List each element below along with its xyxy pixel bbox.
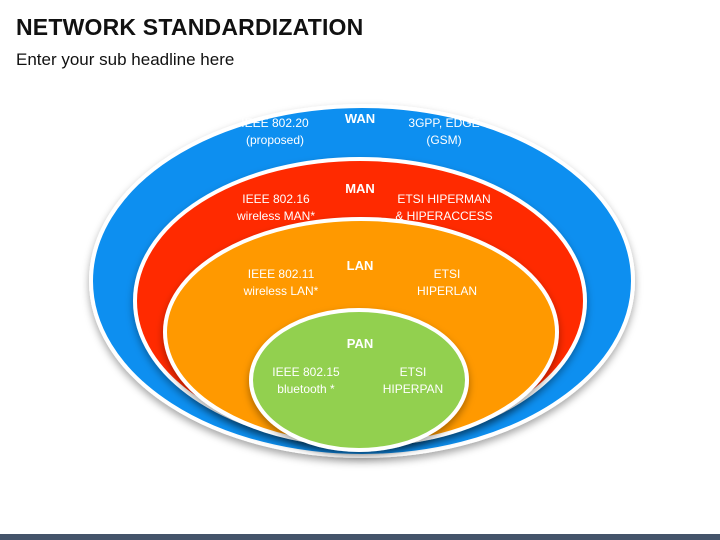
lan-left-line-1: IEEE 802.11 — [248, 267, 315, 281]
pan-ring — [249, 308, 469, 452]
lan-right-line-2: HIPERLAN — [417, 284, 477, 298]
wan-left-line-2: (proposed) — [246, 133, 304, 147]
page-title: NETWORK STANDARDIZATION — [16, 14, 364, 40]
man-left-line-1: IEEE 802.16 — [242, 192, 310, 206]
wan-label: WAN — [345, 111, 375, 126]
man-right-line-2: & HIPERACCESS — [395, 209, 492, 223]
pan-right-line-2: HIPERPAN — [383, 382, 443, 396]
wan-left-line-1: IEEE 802.20 — [241, 116, 309, 130]
wan-right-line-1: 3GPP, EDGE — [408, 116, 479, 130]
pan-label: PAN — [347, 336, 373, 351]
wan-right-line-2: (GSM) — [426, 133, 461, 147]
pan-left-line-1: IEEE 802.15 — [272, 365, 340, 379]
footer-bar — [0, 534, 720, 540]
pan-left-line-2: bluetooth * — [277, 382, 335, 396]
lan-label: LAN — [347, 258, 374, 273]
man-label: MAN — [345, 181, 375, 196]
pan-right-line-1: ETSI — [400, 365, 427, 379]
page-subtitle: Enter your sub headline here — [16, 50, 235, 69]
lan-left-line-2: wireless LAN* — [243, 284, 319, 298]
lan-right-line-1: ETSI — [434, 267, 461, 281]
man-left-line-2: wireless MAN* — [236, 209, 315, 223]
man-right-line-1: ETSI HIPERMAN — [397, 192, 490, 206]
